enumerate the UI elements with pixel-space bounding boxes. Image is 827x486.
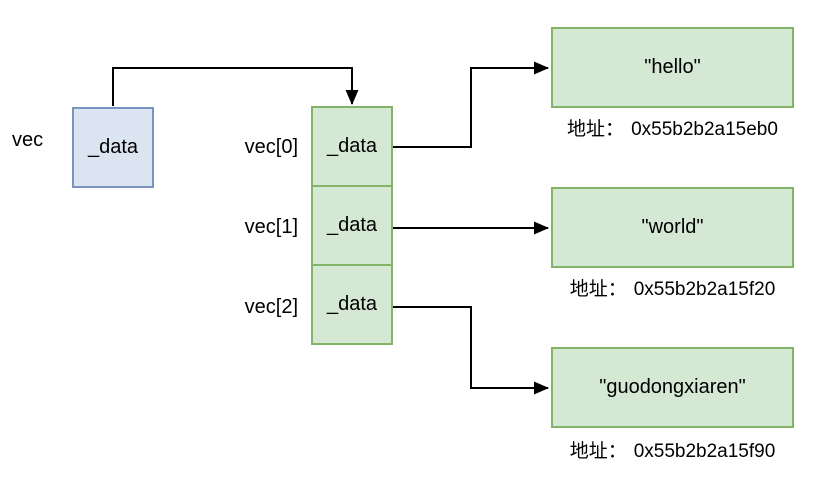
address-prefix-world: 地址： (569, 279, 627, 300)
string-box-world: "world" (551, 187, 794, 268)
array-cell-2-label: _data (326, 293, 378, 315)
array-cell-1-label: _data (326, 214, 378, 236)
address-prefix-hello: 地址： (567, 119, 625, 140)
vec-pointer-box: _data (72, 107, 154, 188)
address-value-hello: 0x55b2b2a15eb0 (631, 119, 778, 140)
index-label-vec2: vec[2] (244, 296, 298, 318)
address-value-guodongxiaren: 0x55b2b2a15f90 (633, 441, 776, 462)
address-line-guodongxiaren: 地址： 0x55b2b2a15f90 (540, 440, 805, 464)
string-value-hello: "hello" (644, 56, 701, 78)
index-label-vec0: vec[0] (244, 136, 298, 158)
array-cell-0: _data (311, 106, 393, 187)
address-prefix-guodongxiaren: 地址： (569, 441, 627, 462)
address-value-world: 0x55b2b2a15f20 (633, 279, 776, 300)
array-cell-0-label: _data (326, 135, 378, 157)
array-cell-2: _data (311, 264, 393, 345)
array-cell-1: _data (311, 185, 393, 266)
arrow-vec-to-array (112, 67, 359, 106)
string-box-hello: "hello" (551, 27, 794, 108)
index-label-vec1: vec[1] (244, 216, 298, 238)
address-line-world: 地址： 0x55b2b2a15f20 (540, 278, 805, 302)
array-column: _data _data _data (311, 106, 393, 345)
arrow-vec0-to-hello (391, 61, 549, 148)
arrow-vec2-to-guodongxiaren (391, 306, 549, 395)
address-line-hello: 地址： 0x55b2b2a15eb0 (540, 118, 805, 142)
vec-label: vec (12, 129, 44, 151)
string-box-guodongxiaren: "guodongxiaren" (551, 347, 794, 428)
vec-member-label: _data (87, 136, 139, 158)
string-value-world: "world" (641, 216, 704, 238)
string-value-guodongxiaren: "guodongxiaren" (599, 376, 746, 398)
